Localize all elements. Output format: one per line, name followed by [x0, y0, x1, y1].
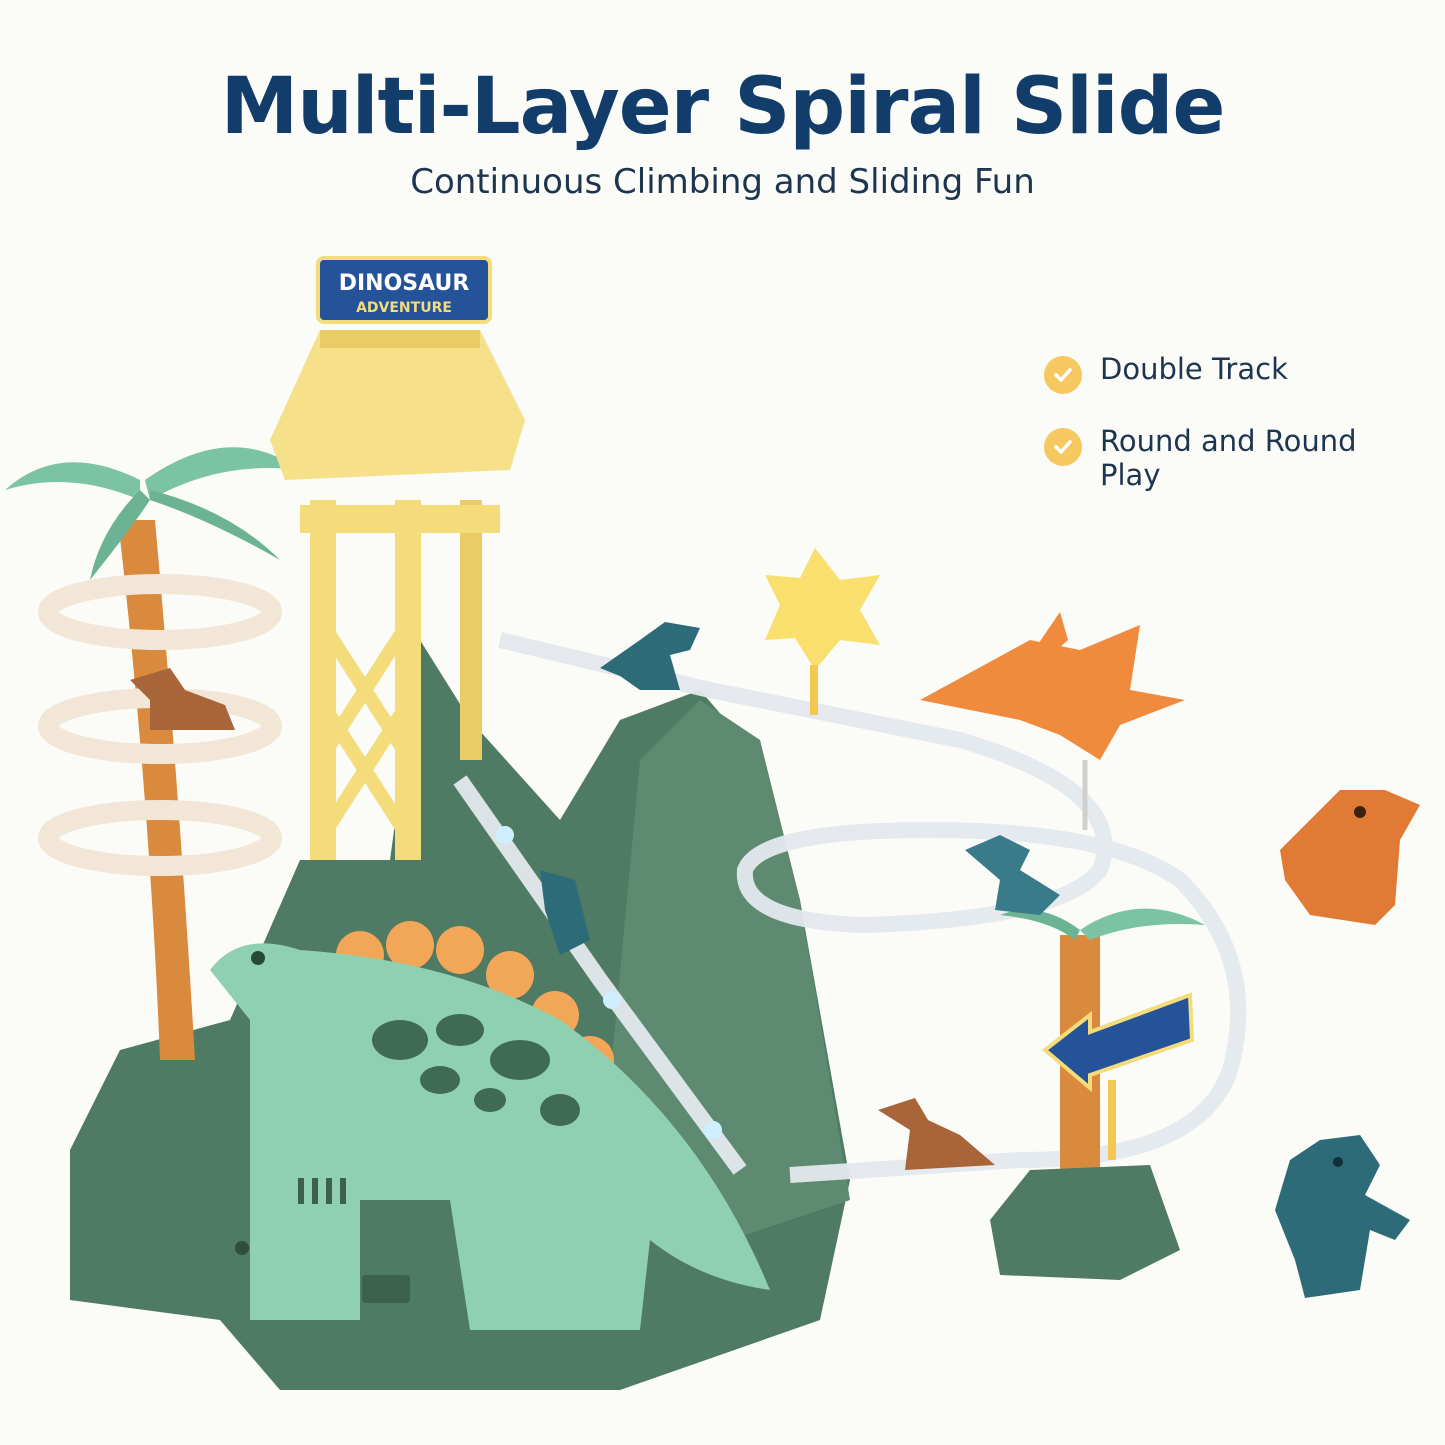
feature-item-double-track: Double Track — [1044, 352, 1424, 394]
orange-dino-loose — [1280, 790, 1420, 925]
watch-tower — [270, 330, 525, 860]
teal-dino-top — [600, 622, 700, 690]
feature-label: Round and Round Play — [1100, 424, 1357, 492]
clear-tracks — [453, 632, 1247, 1183]
mountain-peak — [610, 700, 850, 1250]
teal-dino-loose — [1275, 1135, 1410, 1298]
stegosaurus — [210, 921, 770, 1330]
check-circle-icon — [1044, 428, 1082, 466]
sign-text-line2: ADVENTURE — [356, 300, 452, 316]
speaker-grille — [298, 1178, 346, 1204]
page-subtitle: Continuous Climbing and Sliding Fun — [410, 162, 1035, 202]
feature-list: Double Track Round and Round Play — [1044, 352, 1424, 522]
teal-dino-slide — [540, 870, 590, 955]
pterodactyl — [920, 612, 1185, 830]
palm-tree — [5, 447, 300, 1060]
feature-item-round-play: Round and Round Play — [1044, 424, 1424, 492]
sign-text-line1: DINOSAUR — [339, 271, 470, 296]
brown-dino-track — [878, 1098, 995, 1170]
check-circle-icon — [1044, 356, 1082, 394]
teal-dino-loop — [965, 835, 1060, 915]
feature-label: Double Track — [1100, 352, 1288, 386]
rock-stand — [990, 1165, 1180, 1280]
star-sign-icon — [765, 548, 880, 715]
battery-slot — [362, 1275, 410, 1303]
power-button — [235, 1241, 249, 1255]
brown-dino-spiral — [130, 668, 235, 730]
page-title: Multi-Layer Spiral Slide — [220, 62, 1226, 152]
track-lights — [496, 826, 722, 1139]
arrow-sign-icon — [1041, 992, 1195, 1160]
dinosaur-adventure-sign: DINOSAUR ADVENTURE — [316, 256, 492, 324]
